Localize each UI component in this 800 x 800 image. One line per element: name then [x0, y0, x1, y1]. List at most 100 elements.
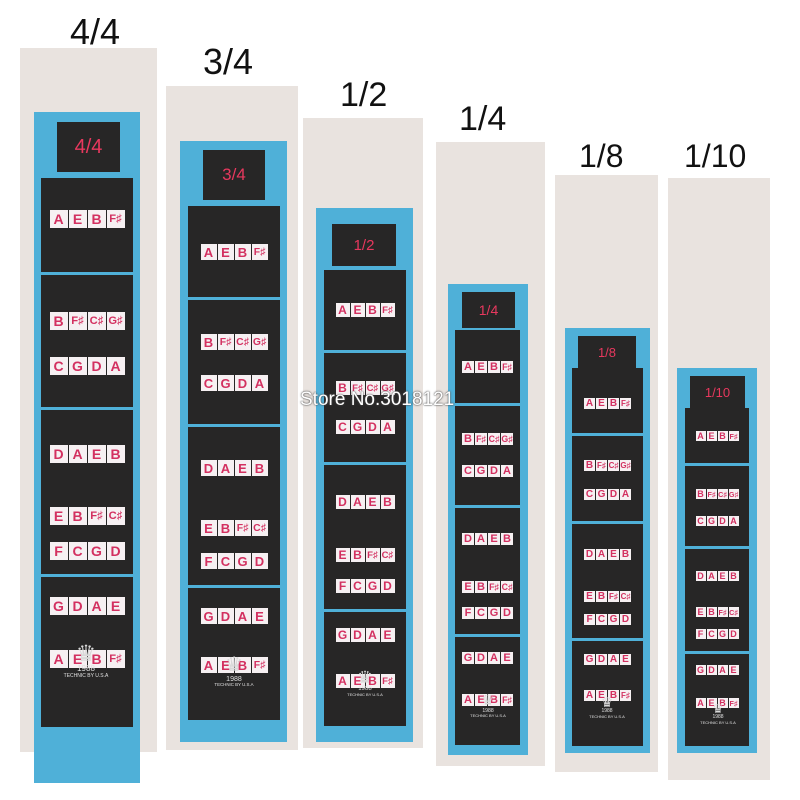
note-box: F♯: [68, 312, 87, 330]
note-box: A: [87, 597, 106, 615]
note-box: G♯: [728, 489, 739, 499]
note-box: F♯: [501, 361, 513, 373]
note-box: F♯: [350, 381, 365, 395]
logo-year: 1988: [601, 708, 613, 714]
note-box: G: [462, 652, 474, 664]
size-header-text: 1/4: [478, 302, 499, 318]
size-header: 4/4: [57, 122, 120, 172]
note-box: B: [717, 431, 728, 441]
note-box: A: [217, 460, 234, 476]
note-box: A: [501, 465, 513, 477]
note-box: F♯: [706, 489, 717, 499]
crown-wings-icon: ♛: [481, 693, 495, 710]
size-header-text: 1/8: [597, 344, 617, 360]
logo-text: TECHNIC BY U.S.A: [214, 682, 254, 688]
note-box: G: [706, 516, 717, 526]
size-label: 1/4: [459, 100, 507, 138]
note-box: E: [706, 431, 717, 441]
note-box: G: [475, 465, 487, 477]
note-box: D: [596, 653, 607, 665]
logo-text: TECHNIC BY U.S.A: [347, 691, 383, 697]
note-box: B: [87, 210, 106, 228]
note-box: B: [251, 460, 268, 476]
note-box: E: [200, 520, 217, 536]
note-box: A: [49, 650, 68, 668]
note-box: G: [695, 665, 706, 675]
note-box: A: [350, 495, 365, 509]
note-box: G: [68, 357, 87, 375]
note-box: D: [49, 445, 68, 463]
note-box: C: [350, 579, 365, 593]
note-box: E: [350, 674, 365, 688]
note-box: A: [234, 608, 251, 624]
note-box: D: [217, 608, 234, 624]
size-label: 4/4: [70, 11, 121, 52]
note-box: C: [695, 516, 706, 526]
crown-wings-icon: ♛: [712, 701, 724, 716]
note-box: A: [608, 653, 619, 665]
note-box: D: [462, 533, 474, 545]
note-box: A: [620, 488, 631, 500]
logo-text: TECHNIC BY U.S.A: [589, 713, 625, 719]
note-box: C: [584, 488, 595, 500]
note-box: A: [462, 361, 474, 373]
fret-divider: [570, 433, 645, 436]
note-box: C♯: [488, 433, 500, 445]
note-box: A: [584, 397, 595, 409]
note-box: B: [475, 581, 487, 593]
note-box: D: [475, 652, 487, 664]
note-box: D: [501, 607, 513, 619]
size-label: 1/8: [579, 138, 624, 174]
note-box: D: [106, 542, 125, 560]
note-box: D: [706, 665, 717, 675]
note-box: D: [68, 597, 87, 615]
note-box: E: [87, 445, 106, 463]
note-box: G♯: [380, 381, 395, 395]
note-box: A: [706, 571, 717, 581]
note-box: F♯: [620, 689, 631, 701]
fret-divider: [186, 297, 282, 300]
note-box: C♯: [251, 520, 268, 536]
note-box: F♯: [217, 334, 234, 350]
note-box: C♯: [380, 548, 395, 562]
logo-text: TECHNIC BY U.S.A: [700, 719, 736, 725]
crown-wings-icon: ♛: [225, 653, 243, 676]
note-box: B: [200, 334, 217, 350]
store-watermark: Store No.3018121: [300, 389, 455, 410]
note-box: E: [217, 657, 234, 673]
fret-divider: [683, 651, 751, 654]
note-box: B: [584, 459, 595, 471]
note-box: E: [728, 665, 739, 675]
note-box: G: [584, 653, 595, 665]
note-box: E: [251, 608, 268, 624]
fret-divider: [453, 634, 522, 637]
note-box: F: [49, 542, 68, 560]
size-header-text: 3/4: [222, 165, 246, 184]
size-header-text: 1/2: [353, 236, 375, 254]
size-header: 1/8: [578, 336, 636, 368]
fingerboard-panel: [572, 368, 643, 746]
note-box: D: [584, 548, 595, 560]
note-box: A: [200, 657, 217, 673]
note-box: F♯: [365, 548, 380, 562]
note-box: D: [717, 516, 728, 526]
crown-wings-icon: ♛: [600, 694, 614, 710]
note-box: E: [380, 628, 395, 642]
